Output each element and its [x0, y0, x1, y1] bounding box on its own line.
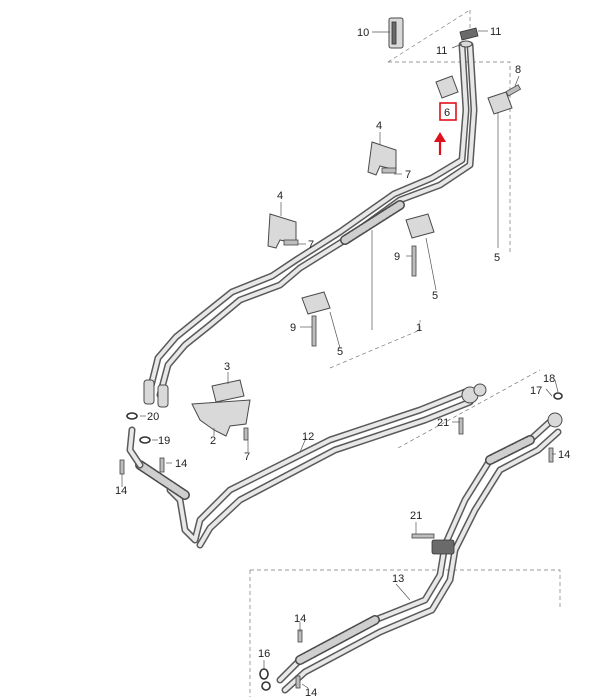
pipe-12-assembly: [126, 383, 487, 549]
label-14-bottom-upper: 14: [294, 613, 306, 625]
callout-labels: 10 11 11 8 6 4 7 4 7 5 9 5 1 9 5 3 20 2 …: [115, 26, 570, 697]
label-5-middle: 5: [432, 290, 438, 302]
label-14-right: 14: [558, 449, 570, 461]
label-21-lower: 21: [410, 510, 422, 522]
label-20: 20: [147, 411, 159, 423]
label-6: 6: [444, 107, 450, 119]
group-frames: [249, 9, 561, 697]
leader-lines: [121, 30, 559, 689]
label-14-left-mid: 14: [175, 458, 187, 470]
label-11-a: 11: [490, 26, 501, 38]
label-19: 19: [158, 435, 170, 447]
label-5-lower: 5: [337, 346, 343, 358]
label-7-upper: 7: [405, 169, 411, 181]
clip-3: [211, 379, 245, 403]
clip-6: [435, 75, 459, 99]
label-14-bottom: 14: [305, 687, 317, 697]
label-7-middle: 7: [308, 239, 314, 251]
clip-11: [459, 27, 479, 48]
label-12: 12: [302, 431, 314, 443]
highlight-arrowhead: [434, 132, 446, 142]
label-9-lower: 9: [290, 322, 296, 334]
label-7-lower: 7: [244, 451, 250, 463]
bracket-2: [191, 399, 251, 437]
label-4-upper: 4: [376, 120, 382, 132]
label-14-left: 14: [115, 485, 127, 497]
label-3: 3: [224, 361, 230, 373]
upper-pipe-assembly: [143, 41, 478, 408]
pipe-13-assembly: [276, 412, 563, 694]
clip-5-middle: [405, 213, 435, 239]
bracket-4-lower: [267, 213, 297, 249]
clip-5-lower: [301, 291, 331, 315]
label-10: 10: [357, 27, 369, 39]
label-1: 1: [416, 322, 422, 334]
label-21-upper: 21: [437, 417, 449, 429]
label-4-lower: 4: [277, 190, 283, 202]
label-13: 13: [392, 573, 404, 585]
label-11-b: 11: [436, 45, 447, 57]
bolts: [119, 84, 554, 689]
label-9-upper: 9: [394, 251, 400, 263]
label-16: 16: [258, 648, 270, 660]
label-17: 17: [530, 385, 542, 397]
bracket-4-upper: [367, 141, 397, 176]
clip-10: [388, 17, 404, 49]
label-18: 18: [543, 373, 555, 385]
label-8: 8: [515, 64, 521, 76]
label-2: 2: [210, 435, 216, 447]
clip-5-upper: [487, 91, 513, 115]
highlight-box: [439, 102, 457, 121]
label-5-right: 5: [494, 252, 500, 264]
